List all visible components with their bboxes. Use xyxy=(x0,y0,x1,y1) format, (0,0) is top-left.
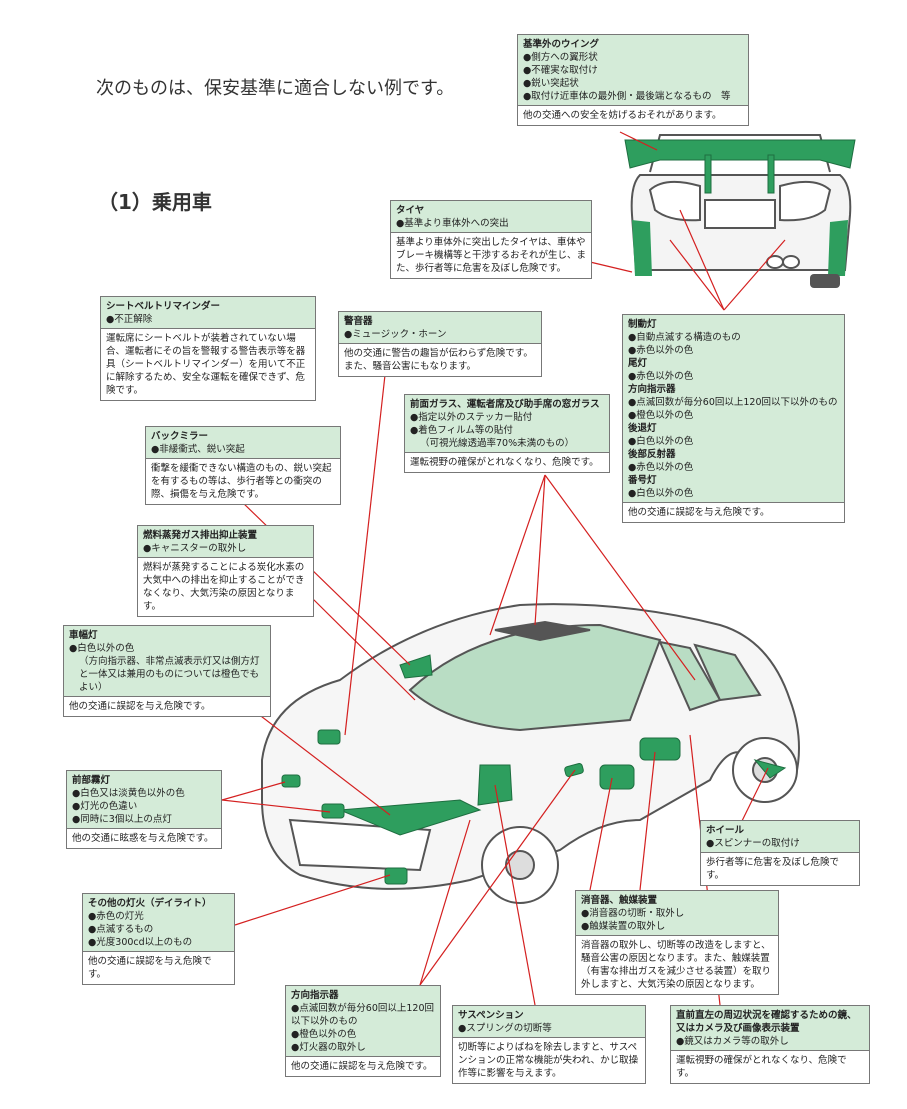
group-title: 方向指示器 xyxy=(628,384,676,395)
box-item: 点滅回数が毎分60回以上120回以下以外のもの xyxy=(291,1002,435,1028)
box-camera: 直前直左の周辺状況を確認するための鏡、又はカメラ及び画像表示装置 鏡又はカメラ等… xyxy=(670,1005,870,1084)
box-item: ミュージック・ホーン xyxy=(344,328,536,341)
box-turn: 方向指示器 点滅回数が毎分60回以上120回以下以外のもの 橙色以外の色 灯火器… xyxy=(285,985,441,1077)
box-title: 警音器 xyxy=(344,316,373,327)
box-horn: 警音器 ミュージック・ホーン 他の交通に警告の趣旨が伝わらず危険です。また、騒音… xyxy=(338,311,542,377)
box-desc: 歩行者等に危害を及ぼし危険です。 xyxy=(706,857,840,881)
box-fog: 前部霧灯 白色又は淡黄色以外の色 灯光の色違い 同時に3個以上の点灯 他の交通に… xyxy=(66,770,222,849)
box-title: サスペンション xyxy=(458,1010,524,1021)
box-rear-lights: 制動灯 自動点滅する構造のもの 赤色以外の色 尾灯 赤色以外の色 方向指示器 点… xyxy=(622,314,845,523)
box-item: 白色以外の色 xyxy=(628,435,839,448)
box-suspension: サスペンション スプリングの切断等 切断等によりばねを除去しますと、サスペンショ… xyxy=(452,1005,646,1084)
box-wing: 基準外のウイング 側方への翼形状 不確実な取付け 鋭い突起状 取付け近車体の最外… xyxy=(517,34,749,126)
box-evap: 燃料蒸発ガス排出抑止装置 キャニスターの取外し 燃料が蒸発することによる炭化水素… xyxy=(137,525,314,617)
box-item: 指定以外のステッカー貼付 xyxy=(410,411,604,424)
leader-lines xyxy=(221,131,786,1006)
box-title: 前部霧灯 xyxy=(72,775,111,786)
group-title: 後部反射器 xyxy=(628,449,676,460)
box-item: 点滅するもの xyxy=(88,923,229,936)
box-item: 不正解除 xyxy=(106,313,310,326)
box-item: 鏡又はカメラ等の取外し xyxy=(676,1035,864,1048)
box-note: （可視光線透過率70%未満のもの） xyxy=(420,438,575,449)
box-clearance: 車幅灯 白色以外の色 （方向指示器、非常点滅表示灯又は側方灯と一体又は兼用のもの… xyxy=(63,625,271,717)
group-title: 番号灯 xyxy=(628,475,657,486)
box-glass: 前面ガラス、運転者席及び助手席の窓ガラス 指定以外のステッカー貼付 着色フィルム… xyxy=(404,394,610,473)
box-title: 前面ガラス、運転者席及び助手席の窓ガラス xyxy=(410,399,600,410)
box-item: 灯光の色違い xyxy=(72,800,216,813)
box-item: スプリングの切断等 xyxy=(458,1022,640,1035)
rear-wing xyxy=(624,139,856,194)
box-item: 橙色以外の色 xyxy=(628,409,839,422)
box-item: 基準より車体外への突出 xyxy=(396,217,586,230)
group-title: 制動灯 xyxy=(628,319,657,330)
box-title: バックミラー xyxy=(151,431,209,442)
box-item: 白色以外の色 xyxy=(69,642,265,655)
box-desc: 他の交通に警告の趣旨が伝わらず危険です。また、騒音公害にもなります。 xyxy=(344,348,533,372)
box-item: 消音器の切断・取外し xyxy=(581,907,773,920)
section-heading: （1）乗用車 xyxy=(98,190,212,214)
box-title: 燃料蒸発ガス排出抑止装置 xyxy=(143,530,258,541)
box-item: スピンナーの取付け xyxy=(706,837,854,850)
box-title: 消音器、触媒装置 xyxy=(581,895,658,906)
box-desc: 衝撃を緩衝できない構造のもの、鋭い突起を有するもの等は、歩行者等との衝突の際、損… xyxy=(151,463,332,500)
box-item: 自動点滅する構造のもの xyxy=(628,331,839,344)
box-item: 触媒装置の取外し xyxy=(581,920,773,933)
box-desc: 運転視野の確保がとれなくなり、危険です。 xyxy=(676,1055,847,1079)
box-desc: 他の交通への安全を妨げるおそれがあります。 xyxy=(523,110,722,121)
box-title: 方向指示器 xyxy=(291,990,339,1001)
box-desc: 消音器の取外し、切断等の改造をしますと、騒音公害の原因となります。また、触媒装置… xyxy=(581,940,772,990)
rear-tires xyxy=(632,220,848,276)
box-daylight: その他の灯火（デイライト） 赤色の灯光 点滅するもの 光度300cd以上のもの … xyxy=(82,893,235,985)
rear-car-drawing xyxy=(630,134,852,271)
box-item: 白色又は淡黄色以外の色 xyxy=(72,787,216,800)
box-item: 白色以外の色 xyxy=(628,487,839,500)
box-title: 車幅灯 xyxy=(69,630,98,641)
box-desc: 基準より車体外に突出したタイヤは、車体やブレーキ機構等と干渉するおそれが生じ、ま… xyxy=(396,237,587,274)
box-note: （方向指示器、非常点滅表示灯又は側方灯と一体又は兼用のものについては橙色でもよい… xyxy=(79,656,260,693)
box-title: ホイール xyxy=(706,825,745,836)
box-desc: 切断等によりばねを除去しますと、サスペンションの正常な機能が失われ、かじ取操作等… xyxy=(458,1042,639,1079)
box-item: キャニスターの取外し xyxy=(143,542,308,555)
box-item: 鋭い突起状 xyxy=(523,77,743,90)
box-muffler: 消音器、触媒装置 消音器の切断・取外し 触媒装置の取外し 消音器の取外し、切断等… xyxy=(575,890,779,995)
box-item: 赤色の灯光 xyxy=(88,910,229,923)
main-car-green-parts xyxy=(281,654,787,885)
group-title: 後退灯 xyxy=(628,423,657,434)
box-wheel: ホイール スピンナーの取付け 歩行者等に危害を及ぼし危険です。 xyxy=(700,820,860,886)
group-title: 尾灯 xyxy=(628,358,648,369)
box-title: タイヤ xyxy=(396,205,425,216)
box-item: 点滅回数が毎分60回以上120回以下以外のもの xyxy=(628,396,839,409)
box-title: シートベルトリマインダー xyxy=(106,301,221,312)
rear-tire-bottoms xyxy=(810,274,840,288)
box-item: 赤色以外の色 xyxy=(628,370,839,383)
box-desc: 他の交通に誤認を与え危険です。 xyxy=(291,1061,433,1072)
box-desc: 他の交通に誤認を与え危険です。 xyxy=(88,956,212,980)
box-desc: 他の交通に眩惑を与え危険です。 xyxy=(72,833,214,844)
box-tire: タイヤ 基準より車体外への突出 基準より車体外に突出したタイヤは、車体やブレーキ… xyxy=(390,200,592,279)
box-item: 光度300cd以上のもの xyxy=(88,936,229,949)
box-item: 橙色以外の色 xyxy=(291,1028,435,1041)
box-item: 非緩衝式、鋭い突起 xyxy=(151,443,335,456)
box-desc: 燃料が蒸発することによる炭化水素の大気中への排出を抑止することができなくなり、大… xyxy=(143,562,305,612)
box-desc: 運転席にシートベルトが装着されていない場合、運転者にその旨を警報する警告表示等を… xyxy=(106,333,306,396)
box-item: 側方への翼形状 xyxy=(523,51,743,64)
box-item: 赤色以外の色 xyxy=(628,461,839,474)
box-desc: 他の交通に誤認を与え危険です。 xyxy=(69,701,211,712)
box-mirror: バックミラー 非緩衝式、鋭い突起 衝撃を緩衝できない構造のもの、鋭い突起を有する… xyxy=(145,426,341,505)
box-item: 着色フィルム等の貼付 xyxy=(410,424,604,437)
box-title: 直前直左の周辺状況を確認するための鏡、又はカメラ及び画像表示装置 xyxy=(676,1010,857,1034)
box-item: 不確実な取付け xyxy=(523,64,743,77)
box-item: 灯火器の取外し xyxy=(291,1041,435,1054)
box-seatbelt: シートベルトリマインダー 不正解除 運転席にシートベルトが装着されていない場合、… xyxy=(100,296,316,401)
box-item: 同時に3個以上の点灯 xyxy=(72,813,216,826)
box-title: その他の灯火（デイライト） xyxy=(88,898,212,909)
page-heading: 次のものは、保安基準に適合しない例です。 xyxy=(96,78,455,99)
box-desc: 運転視野の確保がとれなくなり、危険です。 xyxy=(410,457,599,468)
box-item: 取付け近車体の最外側・最後端となるもの 等 xyxy=(523,90,743,103)
box-desc: 他の交通に誤認を与え危険です。 xyxy=(628,507,770,518)
box-title: 基準外のウイング xyxy=(523,39,600,50)
box-item: 赤色以外の色 xyxy=(628,344,839,357)
